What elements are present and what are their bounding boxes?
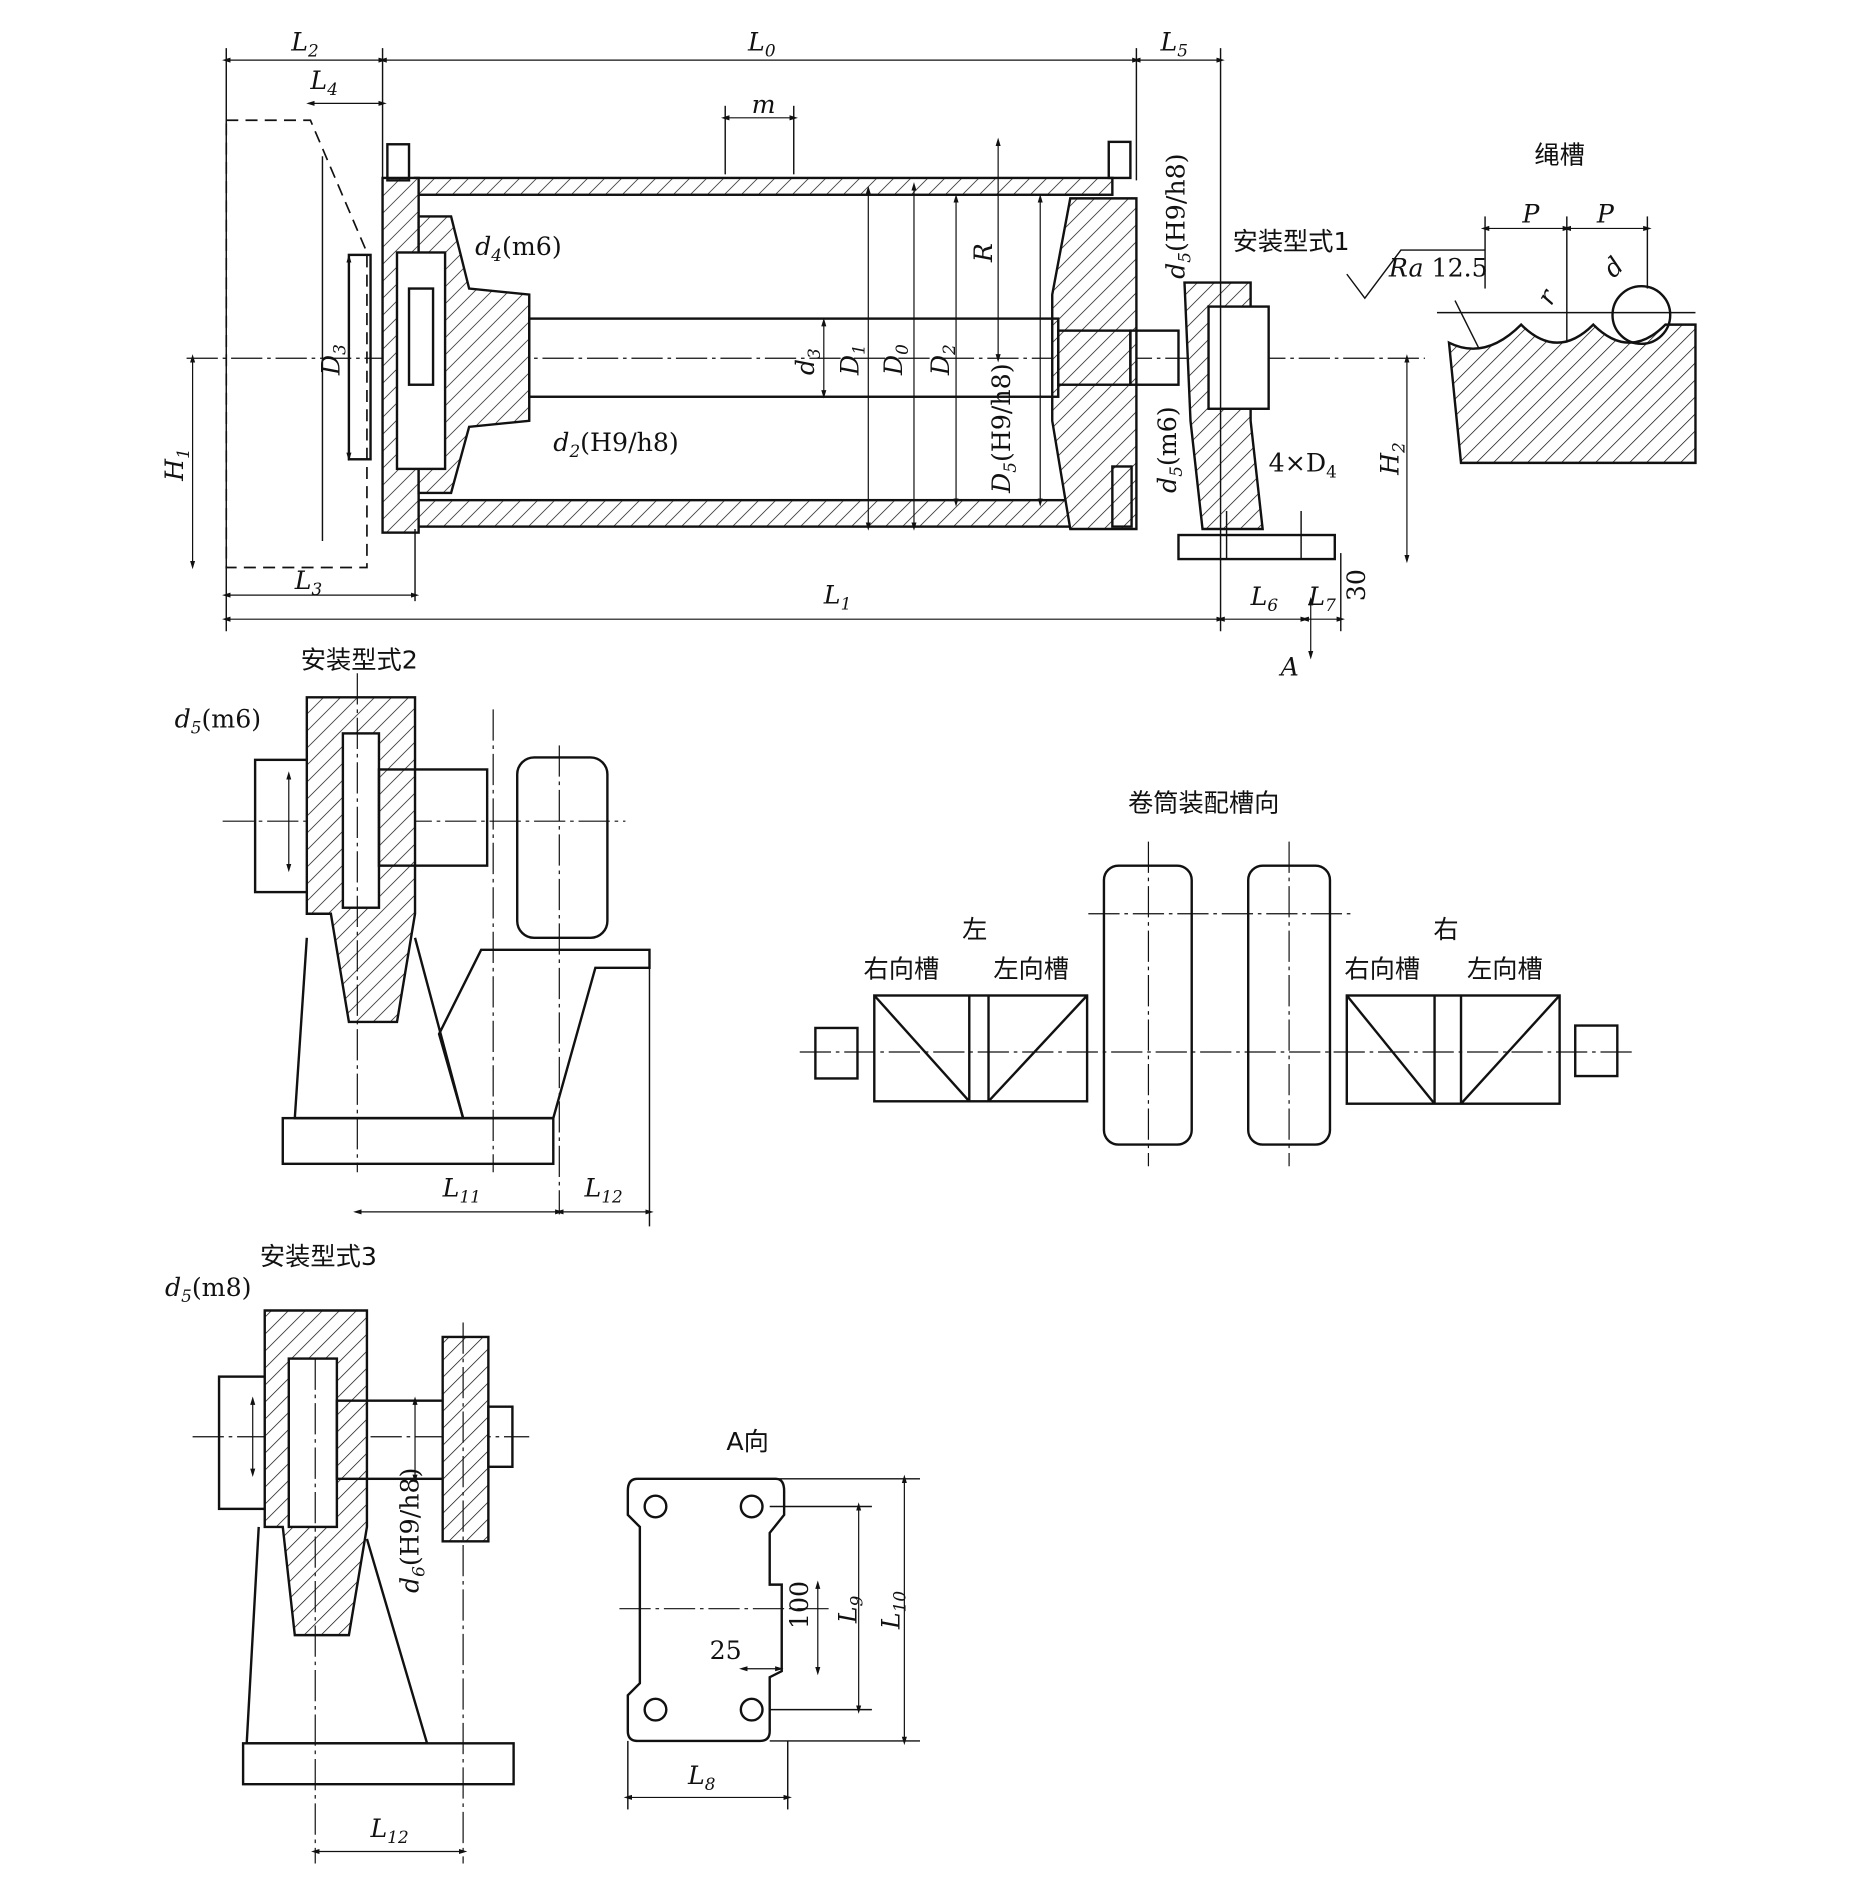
dim-label-L0: L0	[747, 27, 776, 60]
mount-type-2-view	[222, 673, 654, 1227]
title-left-groove-2: 左向槽	[1467, 954, 1543, 983]
title-mount2: 安装型式2	[301, 645, 418, 674]
dim-label-A: A	[1279, 653, 1299, 682]
dim-label-d6: d6(H9/h8)	[396, 1468, 429, 1593]
title-mount3: 安装型式3	[260, 1242, 377, 1271]
dim-label-D4: 4×D4	[1269, 448, 1337, 481]
dim-label-d4: d4(m6)	[475, 232, 562, 265]
dim-label-L7: L7	[1307, 582, 1336, 615]
dim-label-L2: L2	[290, 27, 318, 60]
dim-label-d5a: d5(H9/h8)	[1161, 153, 1194, 278]
view-titles: 安装型式1安装型式2安装型式3绳槽卷筒装配槽向左右右向槽左向槽右向槽左向槽A向	[260, 141, 1585, 1456]
dim-label-Ra: Ra 12.5	[1388, 254, 1488, 283]
dim-label-D5: D5(H9/h8)	[987, 363, 1020, 494]
dim-label-D1: D1	[836, 344, 869, 376]
dim-label-d2: d2(H9/h8)	[553, 428, 678, 461]
dim-label-L11: L11	[442, 1173, 481, 1206]
dim-label-L3: L3	[294, 566, 322, 599]
dim-label-L8: L8	[687, 1761, 716, 1794]
dim-label-n100: 100	[785, 1581, 814, 1629]
dim-label-d5b: d5(m6)	[1153, 406, 1186, 493]
dim-label-n30: 30	[1342, 569, 1371, 601]
dim-label-L5: L5	[1159, 27, 1187, 60]
dim-label-L6: L6	[1250, 582, 1279, 615]
dim-label-d5d: d5(m8)	[165, 1273, 252, 1306]
title-left: 左	[962, 915, 987, 944]
dim-label-H2: H2	[1376, 442, 1409, 476]
dim-label-D2: D2	[926, 344, 959, 376]
title-view-a: A向	[726, 1427, 768, 1456]
dim-label-n25: 25	[710, 1636, 742, 1665]
view-a-base-plate	[619, 1474, 920, 1810]
dim-label-L12a: L12	[584, 1173, 623, 1206]
title-right-groove-1: 右向槽	[863, 954, 939, 983]
title-right-groove-2: 右向槽	[1344, 954, 1420, 983]
dim-label-P2: P	[1596, 199, 1615, 228]
main-drum-view	[186, 48, 1425, 660]
dim-label-P1: P	[1521, 199, 1540, 228]
title-rope-groove: 绳槽	[1534, 141, 1584, 170]
rope-groove-detail	[1346, 216, 1697, 465]
groove-direction-diagram	[799, 841, 1636, 1167]
mount-type-3-view	[192, 1309, 530, 1864]
dim-label-dg: d	[1597, 251, 1629, 283]
dim-label-D0: D0	[879, 344, 912, 376]
dim-label-rg: r	[1531, 283, 1563, 310]
dim-label-L10: L10	[877, 1591, 910, 1630]
dim-label-L9: L9	[833, 1595, 866, 1624]
title-left-groove-1: 左向槽	[993, 954, 1069, 983]
dim-label-d5c: d5(m6)	[175, 704, 262, 737]
dim-label-H1: H1	[160, 448, 193, 482]
dim-label-L4: L4	[309, 66, 337, 99]
dim-label-L12b: L12	[370, 1814, 409, 1847]
dim-label-L1: L1	[823, 581, 851, 614]
dimension-extension-lines	[225, 48, 1342, 632]
dim-label-D3: D3	[316, 344, 349, 376]
dim-label-m: m	[752, 90, 776, 119]
dim-label-R: R	[969, 243, 998, 263]
dim-label-d3: d3	[791, 348, 824, 375]
title-mount1: 安装型式1	[1233, 227, 1350, 256]
title-groove-dir: 卷筒装配槽向	[1128, 789, 1279, 818]
title-right: 右	[1433, 915, 1458, 944]
